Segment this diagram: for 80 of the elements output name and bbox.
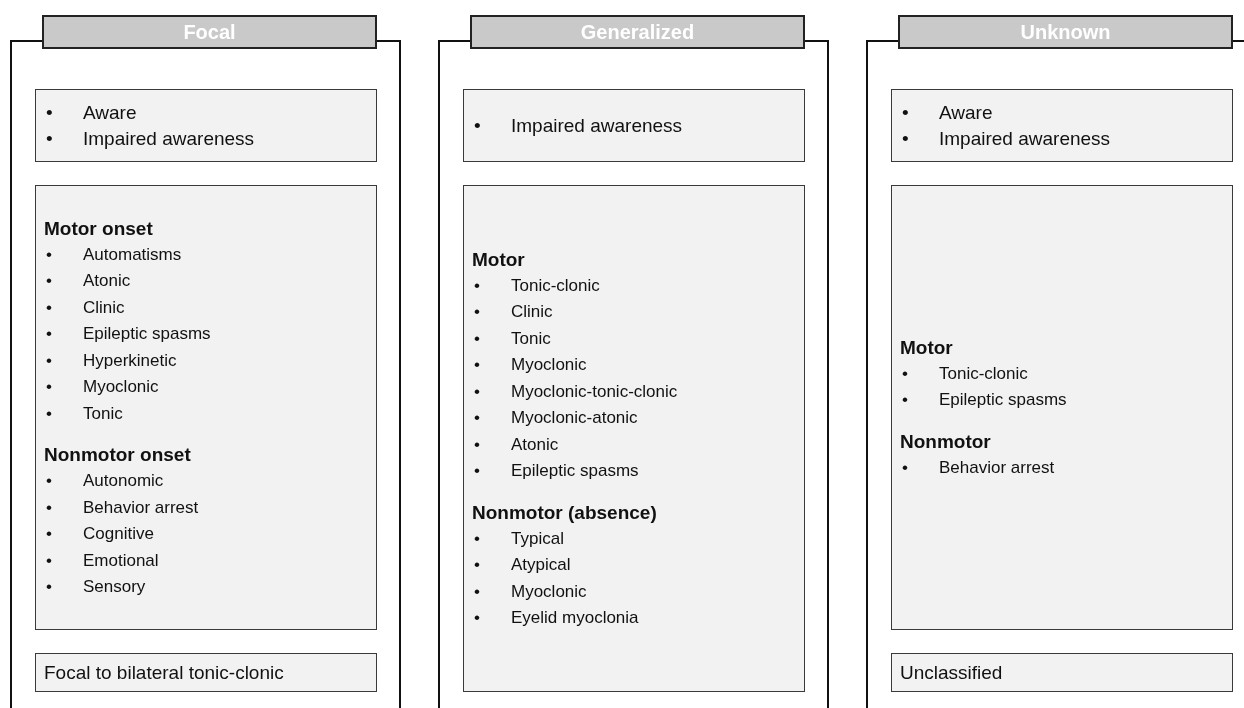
category-box xyxy=(891,89,1233,162)
list-bullet: • xyxy=(473,460,481,482)
list-item: Myoclonic xyxy=(511,580,587,603)
box-text: Unclassified xyxy=(900,660,1004,685)
list-item: Epileptic spasms xyxy=(939,389,1067,412)
category-box xyxy=(891,653,1233,692)
list-item: Typical xyxy=(511,527,564,550)
list-item: Automatisms xyxy=(83,243,182,266)
list-bullet: • xyxy=(473,113,482,138)
list-bullet: • xyxy=(473,354,481,376)
list-bullet: • xyxy=(45,496,53,519)
category-box xyxy=(35,185,377,630)
list-bullet: • xyxy=(473,380,481,403)
category-box xyxy=(35,653,377,692)
list-item: Tonic xyxy=(83,402,123,425)
list-bullet: • xyxy=(45,376,53,398)
list-item: Myoclonic xyxy=(511,354,587,376)
category-box xyxy=(463,185,805,692)
list-bullet: • xyxy=(473,433,481,456)
list-item: Behavior arrest xyxy=(939,456,1055,479)
list-item: Clinic xyxy=(83,296,125,319)
section-heading: Motor xyxy=(900,335,954,360)
list-bullet: • xyxy=(45,549,53,572)
list-item: Behavior arrest xyxy=(83,496,199,519)
list-item: Myoclonic-tonic-clonic xyxy=(511,380,678,403)
list-item: Tonic xyxy=(511,327,551,350)
section-heading: Nonmotor xyxy=(900,429,992,454)
list-item: Aware xyxy=(939,100,993,125)
list-item: Myoclonic xyxy=(83,376,159,398)
list-bullet: • xyxy=(45,126,54,151)
list-bullet: • xyxy=(473,527,481,550)
list-item: Sensory xyxy=(83,576,146,598)
list-item: Emotional xyxy=(83,549,159,572)
section-heading: Nonmotor onset xyxy=(44,443,192,467)
box-text: Focal to bilateral tonic-clonic xyxy=(44,660,285,685)
list-item: Clinic xyxy=(511,301,553,323)
category-box xyxy=(35,89,377,162)
list-bullet: • xyxy=(473,607,481,629)
list-item: Aware xyxy=(83,100,137,125)
list-bullet: • xyxy=(45,402,53,425)
list-bullet: • xyxy=(45,296,53,319)
list-item: Tonic-clonic xyxy=(939,362,1028,385)
list-item: Atonic xyxy=(511,433,559,456)
section-heading: Nonmotor (absence) xyxy=(472,500,658,525)
list-item: Eyelid myoclonia xyxy=(511,607,639,629)
list-bullet: • xyxy=(45,270,53,292)
list-item: Atonic xyxy=(83,270,131,292)
list-bullet: • xyxy=(473,554,481,576)
category-box xyxy=(463,89,805,162)
list-bullet: • xyxy=(901,100,910,125)
section-heading: Motor onset xyxy=(44,216,154,241)
list-bullet: • xyxy=(45,576,53,598)
list-item: Epileptic spasms xyxy=(83,323,211,345)
list-bullet: • xyxy=(901,362,909,385)
list-item: Impaired awareness xyxy=(83,126,255,151)
list-item: Tonic-clonic xyxy=(511,274,600,297)
list-bullet: • xyxy=(901,389,909,412)
list-bullet: • xyxy=(45,470,53,492)
list-item: Atypical xyxy=(511,554,571,576)
list-item: Hyperkinetic xyxy=(83,349,177,372)
section-heading: Motor xyxy=(472,247,526,272)
list-bullet: • xyxy=(45,243,53,266)
list-item: Myoclonic-atonic xyxy=(511,407,638,429)
list-item: Impaired awareness xyxy=(939,126,1111,151)
list-item: Autonomic xyxy=(83,470,164,492)
list-item: Impaired awareness xyxy=(511,113,683,138)
list-item: Cognitive xyxy=(83,523,154,545)
list-bullet: • xyxy=(45,323,53,345)
list-bullet: • xyxy=(473,274,481,297)
list-bullet: • xyxy=(45,349,53,372)
category-box xyxy=(891,185,1233,630)
list-bullet: • xyxy=(901,126,910,151)
list-bullet: • xyxy=(901,456,909,479)
list-bullet: • xyxy=(45,523,53,545)
list-bullet: • xyxy=(473,580,481,603)
list-bullet: • xyxy=(473,407,481,429)
list-bullet: • xyxy=(473,327,481,350)
list-bullet: • xyxy=(473,301,481,323)
list-bullet: • xyxy=(45,100,54,125)
list-item: Epileptic spasms xyxy=(511,460,639,482)
